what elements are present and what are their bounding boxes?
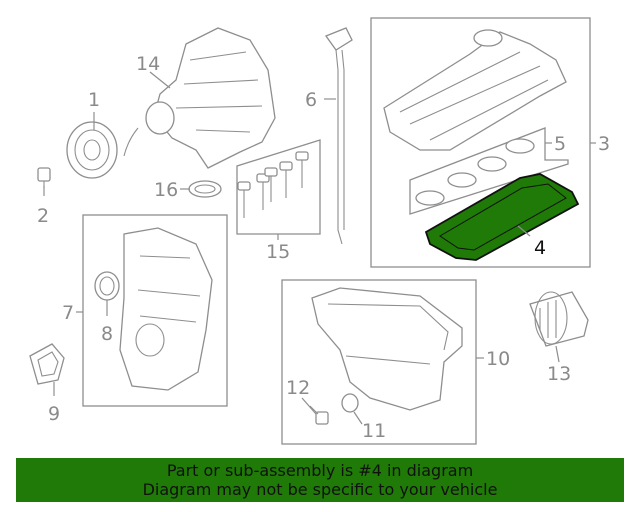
callout-13: 13 [547,363,571,385]
callout-4: 4 [534,237,546,259]
banner-line-disclaimer: Diagram may not be specific to your vehi… [142,480,498,499]
oil-dipstick-part[interactable] [324,27,353,245]
leader-14 [149,71,171,89]
callout-15: 15 [266,241,290,263]
callout-1: 1 [88,89,100,111]
oil-pan-seal-part[interactable] [29,343,65,385]
callout-16: 16 [154,179,178,201]
manifold-bolts-part[interactable] [237,151,309,218]
group-box-10 [281,279,477,445]
leader-13 [555,345,560,363]
callout-2: 2 [37,205,49,227]
throttle-body-gasket-part[interactable] [188,180,222,198]
callout-10: 10 [486,348,510,370]
callout-5: 5 [554,133,566,155]
crankshaft-pulley-part[interactable] [66,121,118,179]
callout-7: 7 [62,302,74,324]
callout-12: 12 [286,377,310,399]
leader-12 [301,397,317,415]
drain-bolt-part[interactable] [309,405,329,425]
callout-6: 6 [305,89,317,111]
callout-11: 11 [362,420,386,442]
spark-plug-seals-part[interactable] [415,138,535,206]
pulley-bolt-part[interactable] [37,167,51,188]
leader-4 [517,225,531,237]
group-box-5 [409,127,569,215]
oil-pan-part[interactable] [311,287,463,411]
callout-14: 14 [136,53,160,75]
valve-cover-part[interactable] [383,29,567,151]
leader-11 [353,411,363,425]
callout-8: 8 [101,323,113,345]
front-seal-part[interactable] [94,271,120,301]
banner-line-part: Part or sub-assembly is #4 in diagram [166,461,474,480]
oil-filter-part[interactable] [529,291,589,347]
intake-manifold-part[interactable] [123,27,276,169]
callout-3: 3 [598,133,610,155]
drain-plug-part[interactable] [341,393,359,413]
timing-cover-part[interactable] [119,227,213,391]
part-notice-banner: Part or sub-assembly is #4 in diagram Di… [16,458,624,502]
valve-cover-gasket-part[interactable] [424,173,580,261]
group-box-7 [82,214,228,407]
group-box-15 [236,139,321,235]
callout-9: 9 [48,403,60,425]
